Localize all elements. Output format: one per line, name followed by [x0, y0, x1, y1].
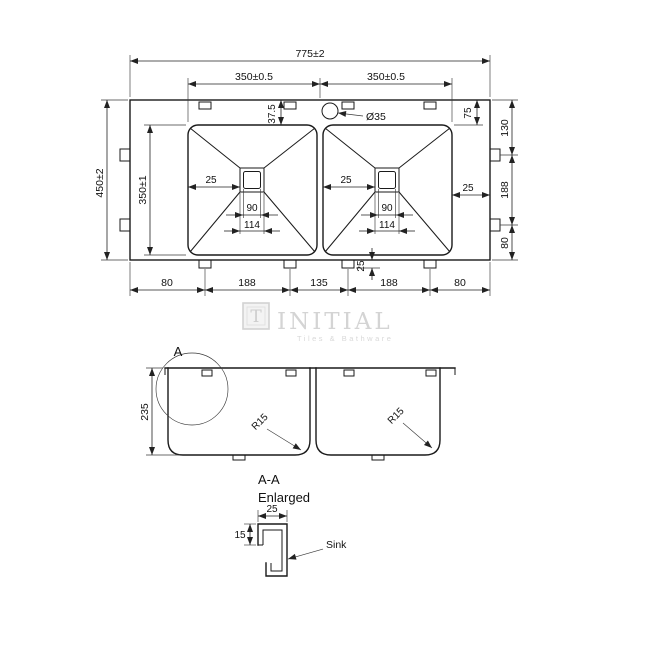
dim-right-rim: 75	[463, 107, 474, 119]
plan-view: 775±2 350±0.5 350±0.5 450±2 350±1 Ø35 37…	[94, 48, 518, 296]
right-bowl-slope-line	[324, 127, 376, 169]
section-right-drain-stub	[371, 455, 385, 461]
sink-callout-label: Sink	[326, 539, 347, 551]
sink-outer-rim	[129, 99, 491, 261]
clip-bottom	[423, 259, 437, 269]
section-clip	[343, 369, 355, 377]
dim-lip-height: 15	[234, 530, 246, 541]
dim-right-drain-outer: 114	[379, 220, 395, 231]
dim-bowl-depth: 350±1	[137, 175, 149, 204]
section-clip	[425, 369, 437, 377]
dim-rim-width: 25	[266, 504, 278, 515]
clip-top	[341, 101, 355, 110]
right-bowl-slope-line	[398, 127, 451, 169]
dim-bottom-2: 135	[310, 277, 328, 289]
section-clip	[201, 369, 213, 377]
detail-dimensions: 25 15 Sink	[234, 504, 347, 560]
right-bowl-slope-line	[324, 191, 376, 253]
dim-tap-offset: 37.5	[267, 104, 278, 124]
rim-profile-inner	[262, 529, 283, 572]
section-clip	[285, 369, 297, 377]
dim-right-bowl-width: 350±0.5	[367, 71, 405, 83]
dim-section-depth: 235	[139, 403, 151, 421]
detail-view: A-A Enlarged 25 15 Sink	[234, 472, 347, 577]
clip-right	[489, 148, 501, 162]
section-right-bowl	[315, 367, 441, 456]
right-bowl-slope-line	[398, 191, 451, 253]
dim-left-drain-inner: 90	[246, 203, 258, 214]
plan-outline	[119, 99, 501, 269]
section-left-drain-stub	[232, 455, 246, 461]
left-bowl-slope-line	[189, 191, 241, 253]
detail-title: A-A	[258, 472, 280, 487]
detail-callout-circle	[155, 352, 229, 426]
clip-top	[283, 101, 297, 110]
dim-right-top: 130	[499, 119, 511, 137]
dim-overall-width: 775±2	[295, 48, 324, 60]
clip-top	[423, 101, 437, 110]
dim-right-bot: 80	[499, 237, 511, 249]
clip-bottom	[198, 259, 212, 269]
clip-top	[198, 101, 212, 110]
left-bowl-slope-line	[263, 191, 316, 253]
section-outline	[155, 352, 456, 461]
dim-bottom-1: 188	[238, 277, 256, 289]
dim-tap-hole-dia: Ø35	[366, 111, 386, 123]
left-bowl-slope-line	[263, 127, 316, 169]
dim-right-rim-width: 25	[462, 183, 474, 194]
dim-left-drain-offset: 25	[205, 175, 217, 186]
dim-right-mid: 188	[499, 181, 511, 199]
watermark-logo-letter: T	[250, 307, 262, 327]
clip-bottom	[283, 259, 297, 269]
right-drain-inner	[378, 171, 396, 189]
detail-outline	[257, 523, 288, 577]
dim-bottom-0: 80	[161, 277, 173, 289]
detail-subtitle: Enlarged	[258, 490, 310, 505]
section-left-bowl	[167, 367, 311, 456]
detail-callout-label: A	[174, 344, 183, 359]
watermark: T INITIAL Tiles & Bathware	[242, 302, 393, 343]
dim-right-drain-offset: 25	[340, 175, 352, 186]
dim-right-drain-inner: 90	[381, 203, 393, 214]
tap-hole	[321, 102, 339, 120]
left-bowl-opening	[187, 124, 318, 256]
section-view: A 235 R15 R15	[139, 344, 456, 461]
clip-left	[119, 218, 131, 232]
watermark-tagline: Tiles & Bathware	[297, 334, 393, 343]
dim-bottom-3: 188	[380, 277, 398, 289]
watermark-brand: INITIAL	[277, 309, 393, 335]
clip-left	[119, 148, 131, 162]
right-bowl-opening	[322, 124, 453, 256]
right-drain-outer	[374, 167, 400, 193]
rim-profile-outer	[257, 523, 288, 577]
clip-bottom	[341, 259, 355, 269]
left-bowl-slope-line	[189, 127, 241, 169]
dim-bottom-4: 80	[454, 277, 466, 289]
left-drain-inner	[243, 171, 261, 189]
clip-right	[489, 218, 501, 232]
plan-dimensions: 775±2 350±0.5 350±0.5 450±2 350±1 Ø35 37…	[94, 48, 518, 296]
dim-clip-depth: 25	[356, 260, 367, 272]
left-drain-outer	[239, 167, 265, 193]
dim-overall-depth: 450±2	[94, 168, 106, 197]
watermark-logo-inner-box	[246, 306, 266, 326]
dim-left-drain-outer: 114	[244, 220, 260, 231]
dim-left-bowl-width: 350±0.5	[235, 71, 273, 83]
section-dimensions: A 235 R15 R15	[139, 344, 433, 456]
